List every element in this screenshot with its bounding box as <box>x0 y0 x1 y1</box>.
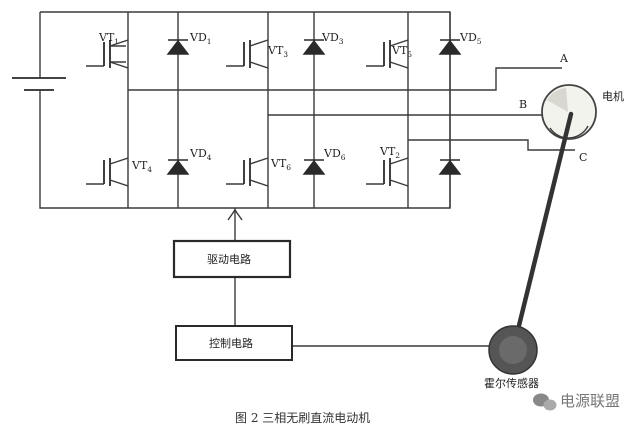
transistor-vt1 <box>86 39 129 69</box>
label-vd4: VD4 <box>189 147 212 162</box>
label-vt2: VT2 <box>379 145 400 160</box>
label-vd3: VD3 <box>321 31 344 46</box>
control-circuit-block <box>175 325 293 361</box>
transistor-vt6 <box>226 157 269 187</box>
diode-vd4 <box>166 159 190 175</box>
watermark: 电源联盟 <box>560 392 620 410</box>
diode-vd6 <box>302 159 326 175</box>
drive-circuit-label: 驱动电路 <box>207 253 251 266</box>
hall-sensor <box>488 325 538 375</box>
drive-control-wiring <box>227 208 489 347</box>
label-vt3: VT3 <box>267 44 288 59</box>
motor-label: 电机 <box>602 89 624 103</box>
label-vt5: VT5 <box>391 44 412 59</box>
label-vt1: VT1 <box>98 31 119 46</box>
figure-caption: 图 2 三相无刷直流电动机 <box>235 411 370 425</box>
diode-vd1 <box>166 39 190 55</box>
transistor-vt2 <box>366 157 409 187</box>
transistor-vt4 <box>86 157 129 187</box>
label-vt4: VT4 <box>131 159 152 174</box>
label-vd5: VD5 <box>459 31 482 46</box>
motor-phase-c: C <box>579 151 587 164</box>
motor-phase-b: B <box>519 98 527 111</box>
sensor-shaft <box>510 111 574 353</box>
diode-unlabeled <box>438 159 462 175</box>
label-vd6: VD6 <box>323 147 346 162</box>
drive-circuit-block <box>172 239 292 279</box>
diode-vd3 <box>302 39 326 55</box>
diode-vd5 <box>438 39 462 55</box>
hall-sensor-label: 霍尔传感器 <box>484 377 539 390</box>
control-circuit-label: 控制电路 <box>209 336 253 350</box>
transistor-vt5 <box>366 39 409 69</box>
wechat-icon <box>533 393 557 411</box>
transistor-vt3 <box>226 39 269 69</box>
label-vd1: VD1 <box>189 31 212 46</box>
label-vt6: VT6 <box>270 157 291 172</box>
motor <box>541 84 597 140</box>
motor-phase-a: A <box>559 52 569 65</box>
